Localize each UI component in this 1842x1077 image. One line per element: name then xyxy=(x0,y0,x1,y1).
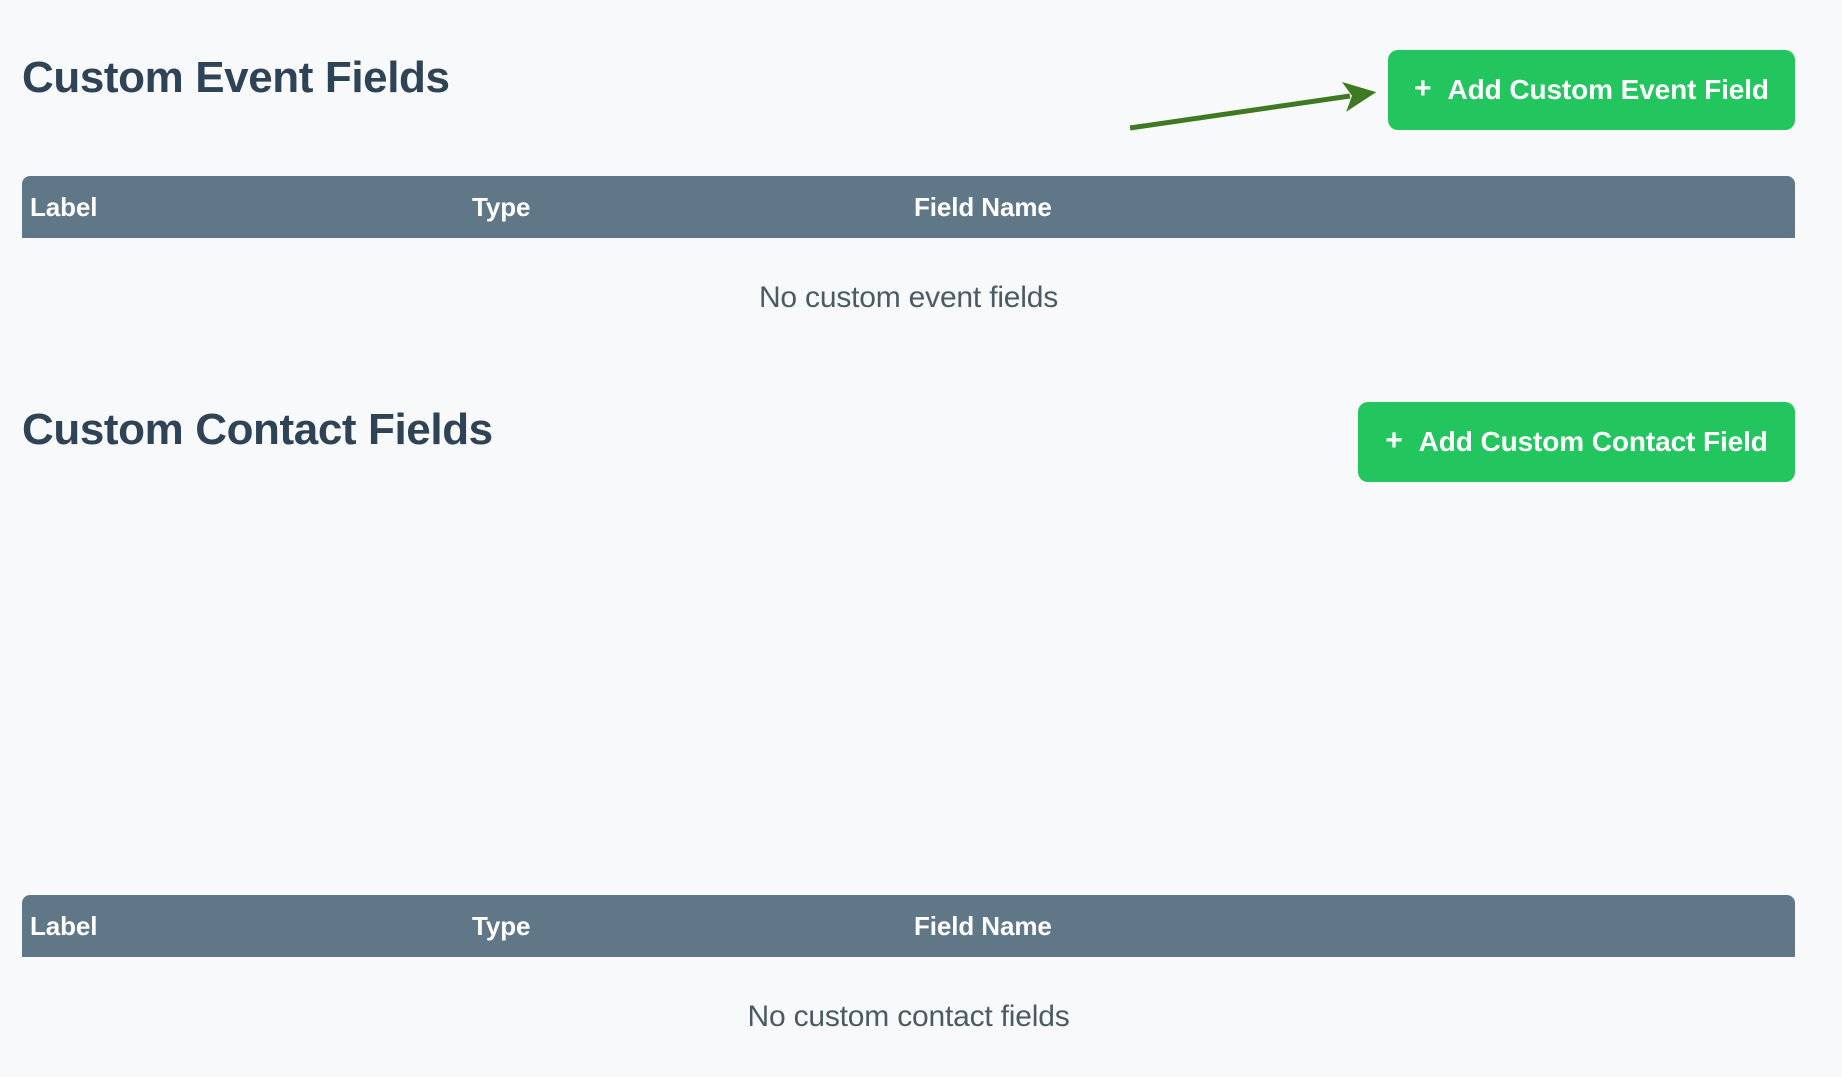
column-header-label: Label xyxy=(30,191,98,222)
section-header-event: Custom Event Fields + Add Custom Event F… xyxy=(0,0,1842,130)
table-header-row: Label Type Field Name xyxy=(22,176,1795,238)
add-custom-event-field-label: Add Custom Event Field xyxy=(1447,74,1769,105)
column-header-field-name: Field Name xyxy=(914,191,1052,222)
custom-contact-fields-table: Label Type Field Name No custom contact … xyxy=(22,895,1795,1077)
column-header-label: Label xyxy=(30,910,98,941)
page-title-custom-event-fields: Custom Event Fields xyxy=(22,53,450,102)
add-custom-event-field-button[interactable]: + Add Custom Event Field xyxy=(1388,50,1795,130)
custom-event-fields-table: Label Type Field Name No custom event fi… xyxy=(22,176,1795,358)
custom-contact-fields-section: Custom Contact Fields + Add Custom Conta… xyxy=(0,352,1842,1033)
add-custom-contact-field-button[interactable]: + Add Custom Contact Field xyxy=(1358,402,1795,482)
custom-event-fields-section: Custom Event Fields + Add Custom Event F… xyxy=(0,0,1842,314)
add-custom-contact-field-label: Add Custom Contact Field xyxy=(1418,426,1768,457)
column-header-field-name: Field Name xyxy=(914,910,1052,941)
page-title-custom-contact-fields: Custom Contact Fields xyxy=(22,405,493,454)
section-header-contact: Custom Contact Fields + Add Custom Conta… xyxy=(0,352,1842,482)
table-header-row: Label Type Field Name xyxy=(22,895,1795,957)
column-header-type: Type xyxy=(472,191,531,222)
custom-fields-page: Custom Event Fields + Add Custom Event F… xyxy=(0,0,1842,1033)
plus-icon: + xyxy=(1414,72,1432,105)
empty-state-message-contact: No custom contact fields xyxy=(747,1000,1070,1033)
column-header-type: Type xyxy=(472,910,531,941)
plus-icon: + xyxy=(1385,424,1403,457)
empty-state-message-event: No custom event fields xyxy=(758,281,1059,314)
